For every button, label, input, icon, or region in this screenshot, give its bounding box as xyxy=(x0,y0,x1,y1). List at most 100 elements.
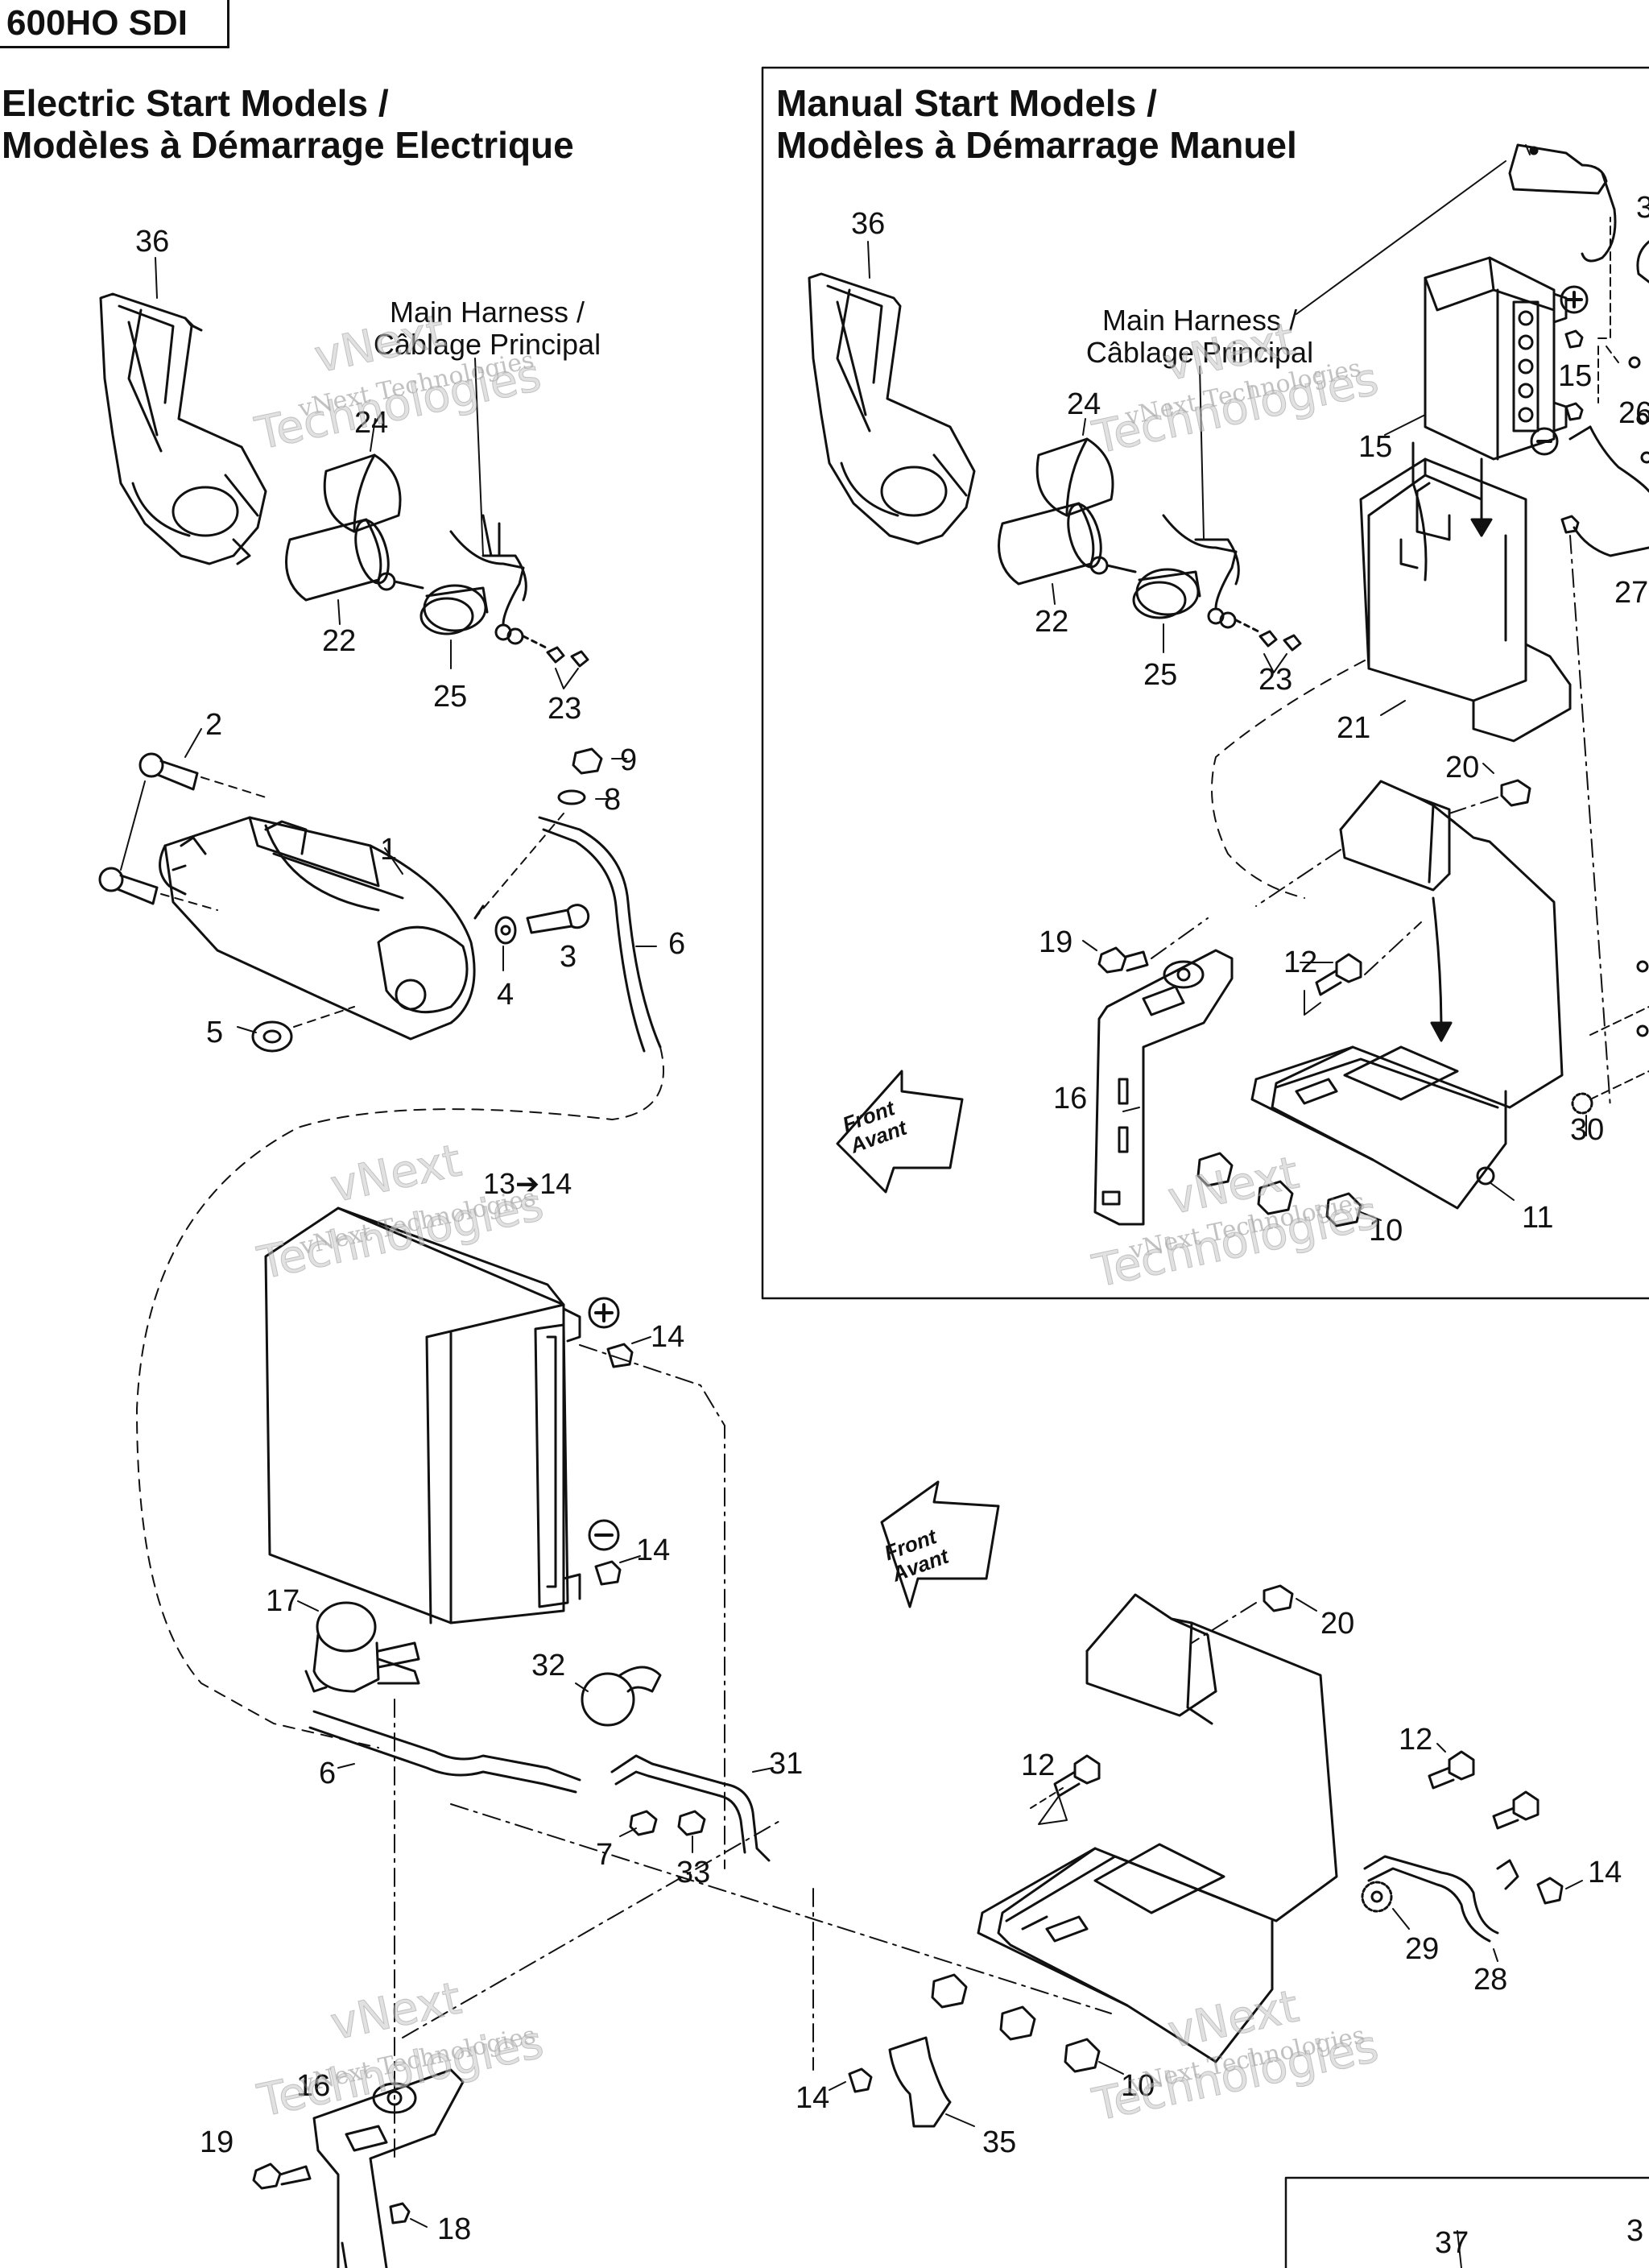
part-5-grommet xyxy=(251,1020,293,1053)
manual-callout-15-b: 15 xyxy=(1558,359,1593,393)
callout-10: 10 xyxy=(1121,2069,1155,2103)
manual-start-panel xyxy=(761,66,1649,1300)
callout-1: 1 xyxy=(380,833,398,867)
harness-note-electric-line2: Câblage Principal xyxy=(373,328,601,361)
manual-callout-25: 25 xyxy=(1143,658,1178,692)
part-19-bolt xyxy=(252,2162,312,2190)
callout-18: 18 xyxy=(437,2212,472,2246)
callout-5: 5 xyxy=(206,1016,224,1049)
callout-19: 19 xyxy=(200,2125,234,2159)
callout-14-pos: 14 xyxy=(651,1320,685,1354)
callout-14-neg: 14 xyxy=(636,1533,671,1567)
manual-part-15-regulator xyxy=(1424,256,1568,461)
part-22-capacitor xyxy=(285,518,424,602)
part-17-solenoid xyxy=(304,1601,420,1693)
part-12-bolt-a xyxy=(1053,1754,1101,1798)
manual-main-harness xyxy=(1162,160,1506,610)
manual-callout-16: 16 xyxy=(1053,1082,1088,1115)
callout-25: 25 xyxy=(433,680,468,714)
part-3-bolt xyxy=(526,904,590,934)
manual-title-line2: Modèles à Démarrage Manuel xyxy=(776,124,1297,166)
negative-terminal-icon xyxy=(588,1519,620,1551)
callout-29: 29 xyxy=(1405,1932,1440,1966)
manual-part-23-screws xyxy=(1207,607,1302,652)
part-14-nut-right xyxy=(1536,1877,1564,1905)
callout-33: 33 xyxy=(676,1856,711,1889)
part-7-nut xyxy=(629,1810,658,1836)
manual-callout-11: 11 xyxy=(1522,1201,1554,1235)
part-6-cable xyxy=(538,816,662,1053)
callout-17: 17 xyxy=(266,1584,300,1618)
callout-14-lower: 14 xyxy=(796,2081,830,2115)
manual-negative-icon xyxy=(1530,427,1559,456)
manual-part-22-capacitor xyxy=(998,502,1137,586)
callout-6: 6 xyxy=(668,927,686,961)
part-31-cable xyxy=(610,1754,771,1862)
callout-32: 32 xyxy=(531,1649,566,1682)
manual-callout-26: 26 xyxy=(1618,396,1649,430)
harness-note-electric-line1: Main Harness / xyxy=(389,296,585,329)
part-18-screw xyxy=(389,2202,411,2225)
callout-16: 16 xyxy=(296,2069,331,2103)
callout-24: 24 xyxy=(354,406,389,440)
part-20-nut xyxy=(1263,1584,1294,1612)
manual-part-16-bracket xyxy=(1093,949,1234,1226)
part-4-washer xyxy=(494,916,517,945)
manual-callout-22: 22 xyxy=(1035,605,1069,639)
part-33-nut xyxy=(677,1810,706,1836)
manual-part-21-cover xyxy=(1359,457,1572,743)
callout-22: 22 xyxy=(322,624,357,658)
manual-callout-3-top: 3 xyxy=(1636,191,1649,225)
model-label: 600HO SDI xyxy=(0,0,229,48)
manual-part-27-wire xyxy=(1560,515,1649,557)
part-6-cable-lower xyxy=(308,1710,581,1794)
manual-callout-23: 23 xyxy=(1258,663,1293,697)
callout-4: 4 xyxy=(497,978,515,1012)
part-25-clamp xyxy=(419,584,489,635)
callout-3: 3 xyxy=(560,940,577,974)
callout-35: 35 xyxy=(982,2125,1017,2159)
front-arrow-lower xyxy=(880,1480,1000,1608)
manual-callout-24: 24 xyxy=(1067,387,1101,421)
callout-12-b: 12 xyxy=(1399,1723,1433,1757)
part-16-bracket-lower xyxy=(312,2068,465,2268)
part-12-bolt-b xyxy=(1428,1750,1475,1790)
manual-callout-19: 19 xyxy=(1039,925,1073,959)
part-32-boot xyxy=(581,1666,662,1727)
part-2-bolts xyxy=(98,728,267,911)
part-14-nut-lower xyxy=(848,2067,873,2093)
harness-note-electric: Main Harness / Câblage Principal xyxy=(346,296,628,361)
manual-positive-icon xyxy=(1560,285,1589,314)
harness-note-manual: Main Harness / Câblage Principal xyxy=(1055,304,1345,369)
routing-dashed-loop xyxy=(136,1046,664,1749)
manual-part-20-nut xyxy=(1500,779,1531,807)
lower-right-panel xyxy=(1284,2176,1649,2268)
callout-6-lower: 6 xyxy=(319,1757,337,1790)
harness-note-manual-line1: Main Harness / xyxy=(1101,304,1298,337)
manual-callout-10: 10 xyxy=(1369,1214,1403,1248)
manual-callout-36: 36 xyxy=(851,207,886,241)
positive-terminal-icon xyxy=(588,1297,620,1329)
callout-20: 20 xyxy=(1320,1607,1355,1641)
callout-14-right: 14 xyxy=(1588,1856,1622,1889)
manual-part-12-bolt xyxy=(1315,953,1362,996)
manual-callout-12: 12 xyxy=(1283,946,1318,979)
part-9-nut xyxy=(572,747,603,775)
manual-part-19-bolt xyxy=(1097,946,1149,974)
part-14-terminal-nut xyxy=(606,1343,634,1368)
part-14-terminal-nut-2 xyxy=(594,1560,622,1586)
harness-note-manual-line2: Câblage Principal xyxy=(1085,336,1314,369)
callout-37: 37 xyxy=(1435,2226,1469,2260)
callout-36: 36 xyxy=(135,225,170,259)
callout-31: 31 xyxy=(769,1747,804,1781)
manual-lead-wire xyxy=(1508,143,1617,263)
part-28-ground-cable xyxy=(1363,1855,1519,1943)
electric-title-line2: Modèles à Démarrage Electrique xyxy=(2,124,574,166)
electric-title-line1: Electric Start Models / xyxy=(2,82,389,124)
callout-7: 7 xyxy=(596,1838,614,1872)
manual-part-36-bracket xyxy=(808,272,976,545)
part-1-starter xyxy=(159,816,485,1041)
callout-23: 23 xyxy=(548,692,582,726)
manual-battery-tray xyxy=(1250,780,1564,1210)
